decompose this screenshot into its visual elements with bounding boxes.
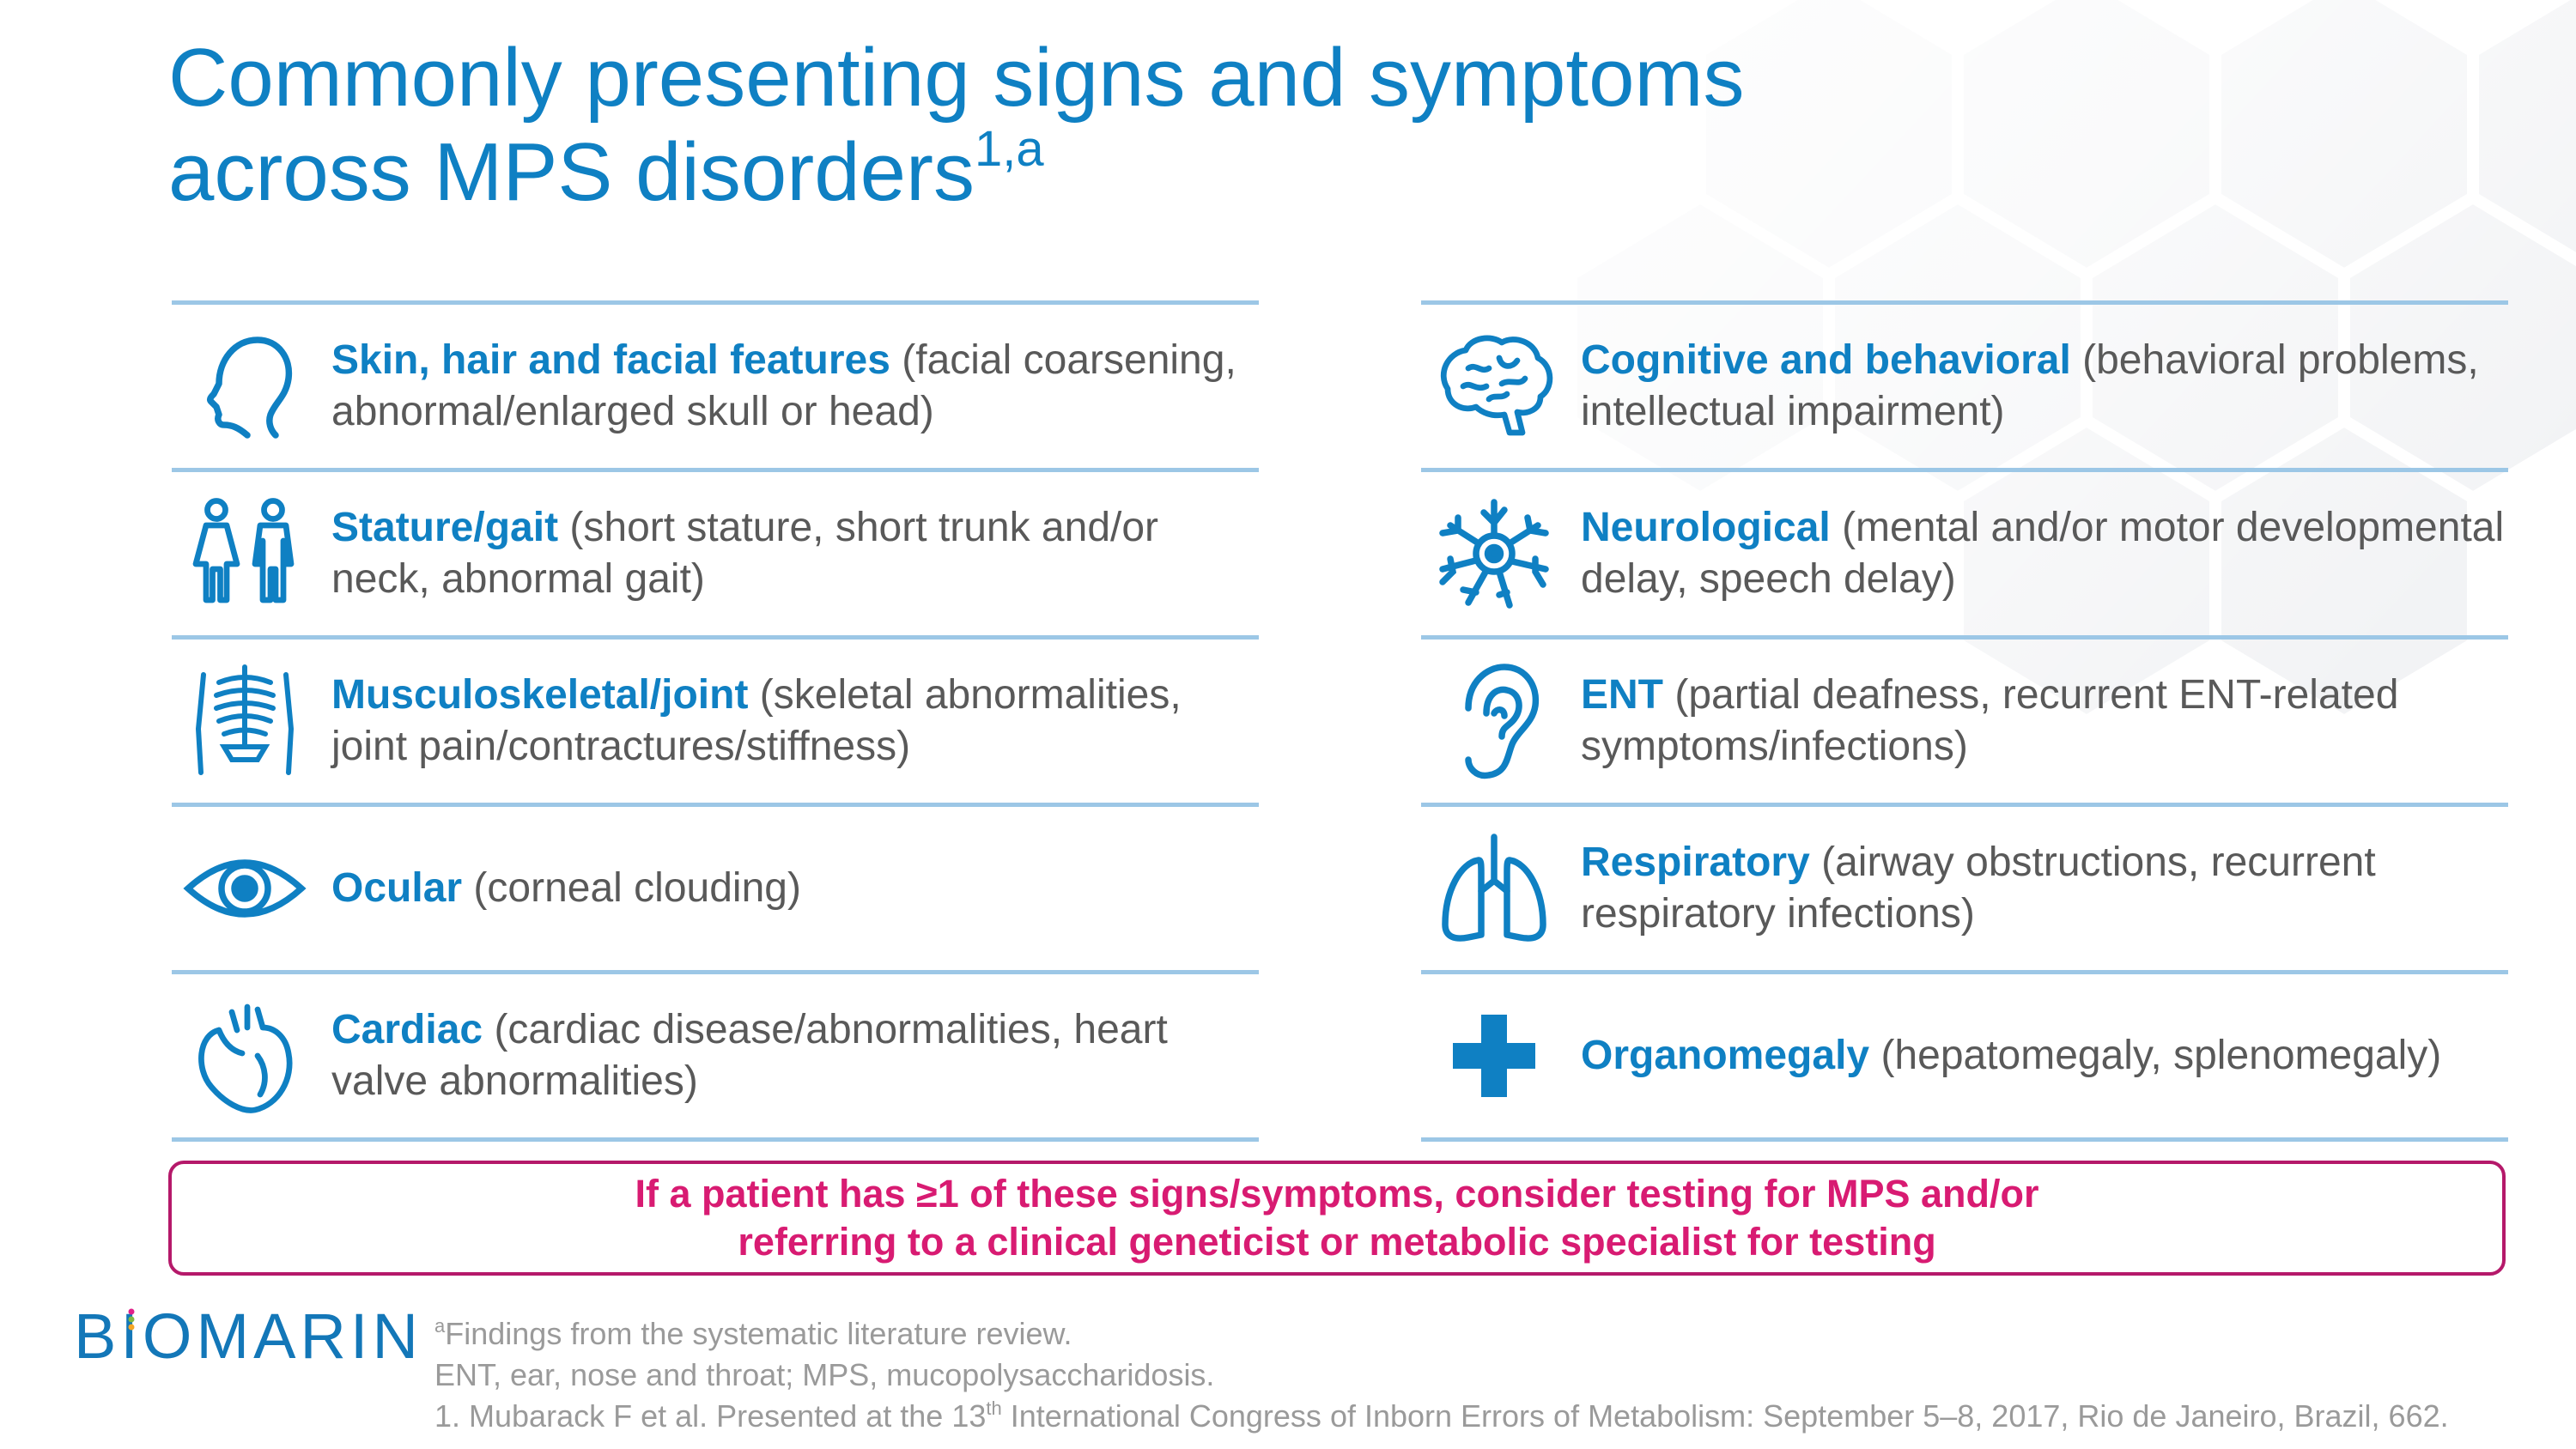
list-item-text: ENT (partial deafness, recurrent ENT-rel… (1581, 670, 2508, 773)
title-superscript: 1,a (974, 121, 1044, 177)
list-item-text: Cognitive and behavioral (behavioral pro… (1581, 335, 2508, 438)
footnote-reference: 1. Mubarack F et al. Presented at the 13… (434, 1396, 2449, 1437)
list-item-musculoskeletal: Musculoskeletal/joint (skeletal abnormal… (172, 640, 1259, 807)
ear-icon (1421, 648, 1567, 794)
reference-sup: th (986, 1397, 1002, 1419)
symptom-heading: Cognitive and behavioral (1581, 337, 2071, 383)
footnote-abbreviations: ENT, ear, nose and throat; MPS, mucopoly… (434, 1357, 1215, 1392)
right-symptom-list: Cognitive and behavioral (behavioral pro… (1421, 300, 2508, 1142)
symptom-heading: Organomegaly (1581, 1033, 1870, 1078)
symptom-detail: (airway obstructions, recurrent respirat… (1581, 840, 2376, 937)
list-item-ent: ENT (partial deafness, recurrent ENT-rel… (1421, 640, 2508, 807)
symptom-detail: (skeletal abnormalities, joint pain/cont… (331, 672, 1182, 769)
skeleton-icon (172, 648, 318, 794)
symptom-heading: Neurological (1581, 505, 1831, 550)
list-item-text: Neurological (mental and/or motor develo… (1581, 502, 2508, 605)
symptom-heading: Stature/gait (331, 505, 559, 550)
lungs-icon (1421, 815, 1567, 961)
callout-line-2: referring to a clinical geneticist or me… (738, 1220, 1936, 1264)
testing-callout: If a patient has ≥1 of these signs/sympt… (168, 1161, 2506, 1276)
brain-icon (1421, 313, 1567, 459)
symptom-heading: Ocular (331, 865, 463, 911)
list-item-text: Skin, hair and facial features (facial c… (331, 335, 1259, 438)
list-item-text: Organomegaly (hepatomegaly, splenomegaly… (1581, 1030, 2441, 1082)
list-item-skin-hair-facial: Skin, hair and facial features (facial c… (172, 305, 1259, 472)
list-item-text: Respiratory (airway obstructions, recurr… (1581, 837, 2508, 940)
symptom-heading: ENT (1581, 672, 1663, 718)
symptom-detail: (behavioral problems, intellectual impai… (1581, 337, 2479, 434)
list-item-text: Cardiac (cardiac disease/abnormalities, … (331, 1004, 1259, 1107)
list-item-neurological: Neurological (mental and/or motor develo… (1421, 472, 2508, 640)
footnotes: aFindings from the systematic literature… (434, 1313, 2449, 1437)
symptom-detail: (mental and/or motor developmental delay… (1581, 505, 2505, 602)
logo-dots-icon (128, 1308, 135, 1331)
logo-letters: OMARIN (142, 1300, 422, 1372)
page-title: Commonly presenting signs and symptoms a… (168, 31, 1886, 220)
list-item-ocular: Ocular (corneal clouding) (172, 807, 1259, 974)
list-item-respiratory: Respiratory (airway obstructions, recurr… (1421, 807, 2508, 974)
divider (1421, 300, 2508, 305)
symptom-heading: Respiratory (1581, 840, 1810, 885)
divider (172, 300, 1259, 305)
symptom-detail: (partial deafness, recurrent ENT-related… (1581, 672, 2399, 769)
list-item-text: Ocular (corneal clouding) (331, 863, 801, 914)
eye-icon (172, 815, 318, 961)
title-line-1: Commonly presenting signs and symptoms (168, 32, 1745, 124)
footnote-a: aFindings from the systematic literature… (434, 1313, 2449, 1355)
symptom-heading: Skin, hair and facial features (331, 337, 890, 383)
plus-icon (1421, 983, 1567, 1129)
footnote-marker: a (434, 1315, 446, 1337)
symptom-detail: (facial coarsening, abnormal/enlarged sk… (331, 337, 1236, 434)
symptom-heading: Cardiac (331, 1007, 483, 1052)
logo-dots-mark: I (120, 1298, 143, 1375)
callout-line-1: If a patient has ≥1 of these signs/sympt… (635, 1172, 2039, 1216)
title-line-2: across MPS disorders (168, 126, 975, 218)
list-item-organomegaly: Organomegaly (hepatomegaly, splenomegaly… (1421, 974, 2508, 1142)
reference-start: 1. Mubarack F et al. Presented at the 13 (434, 1398, 987, 1434)
left-symptom-list: Skin, hair and facial features (facial c… (172, 300, 1259, 1142)
list-item-text: Musculoskeletal/joint (skeletal abnormal… (331, 670, 1259, 773)
head-profile-icon (172, 313, 318, 459)
reference-end: International Congress of Inborn Errors … (1001, 1398, 2449, 1434)
symptom-detail: (corneal clouding) (473, 865, 801, 911)
symptom-detail: (cardiac disease/abnormalities, heart va… (331, 1007, 1168, 1104)
symptom-detail: (hepatomegaly, splenomegaly) (1880, 1033, 2442, 1078)
list-item-text: Stature/gait (short stature, short trunk… (331, 502, 1259, 605)
logo-letter: B (74, 1300, 121, 1372)
footnote-a-text: Findings from the systematic literature … (445, 1316, 1072, 1351)
list-item-cognitive-behavioral: Cognitive and behavioral (behavioral pro… (1421, 305, 2508, 472)
people-icon (172, 481, 318, 627)
symptom-heading: Musculoskeletal/joint (331, 672, 749, 718)
list-item-stature-gait: Stature/gait (short stature, short trunk… (172, 472, 1259, 640)
neuron-icon (1421, 481, 1567, 627)
heart-icon (172, 983, 318, 1129)
list-item-cardiac: Cardiac (cardiac disease/abnormalities, … (172, 974, 1259, 1142)
symptom-detail: (short stature, short trunk and/or neck,… (331, 505, 1159, 602)
